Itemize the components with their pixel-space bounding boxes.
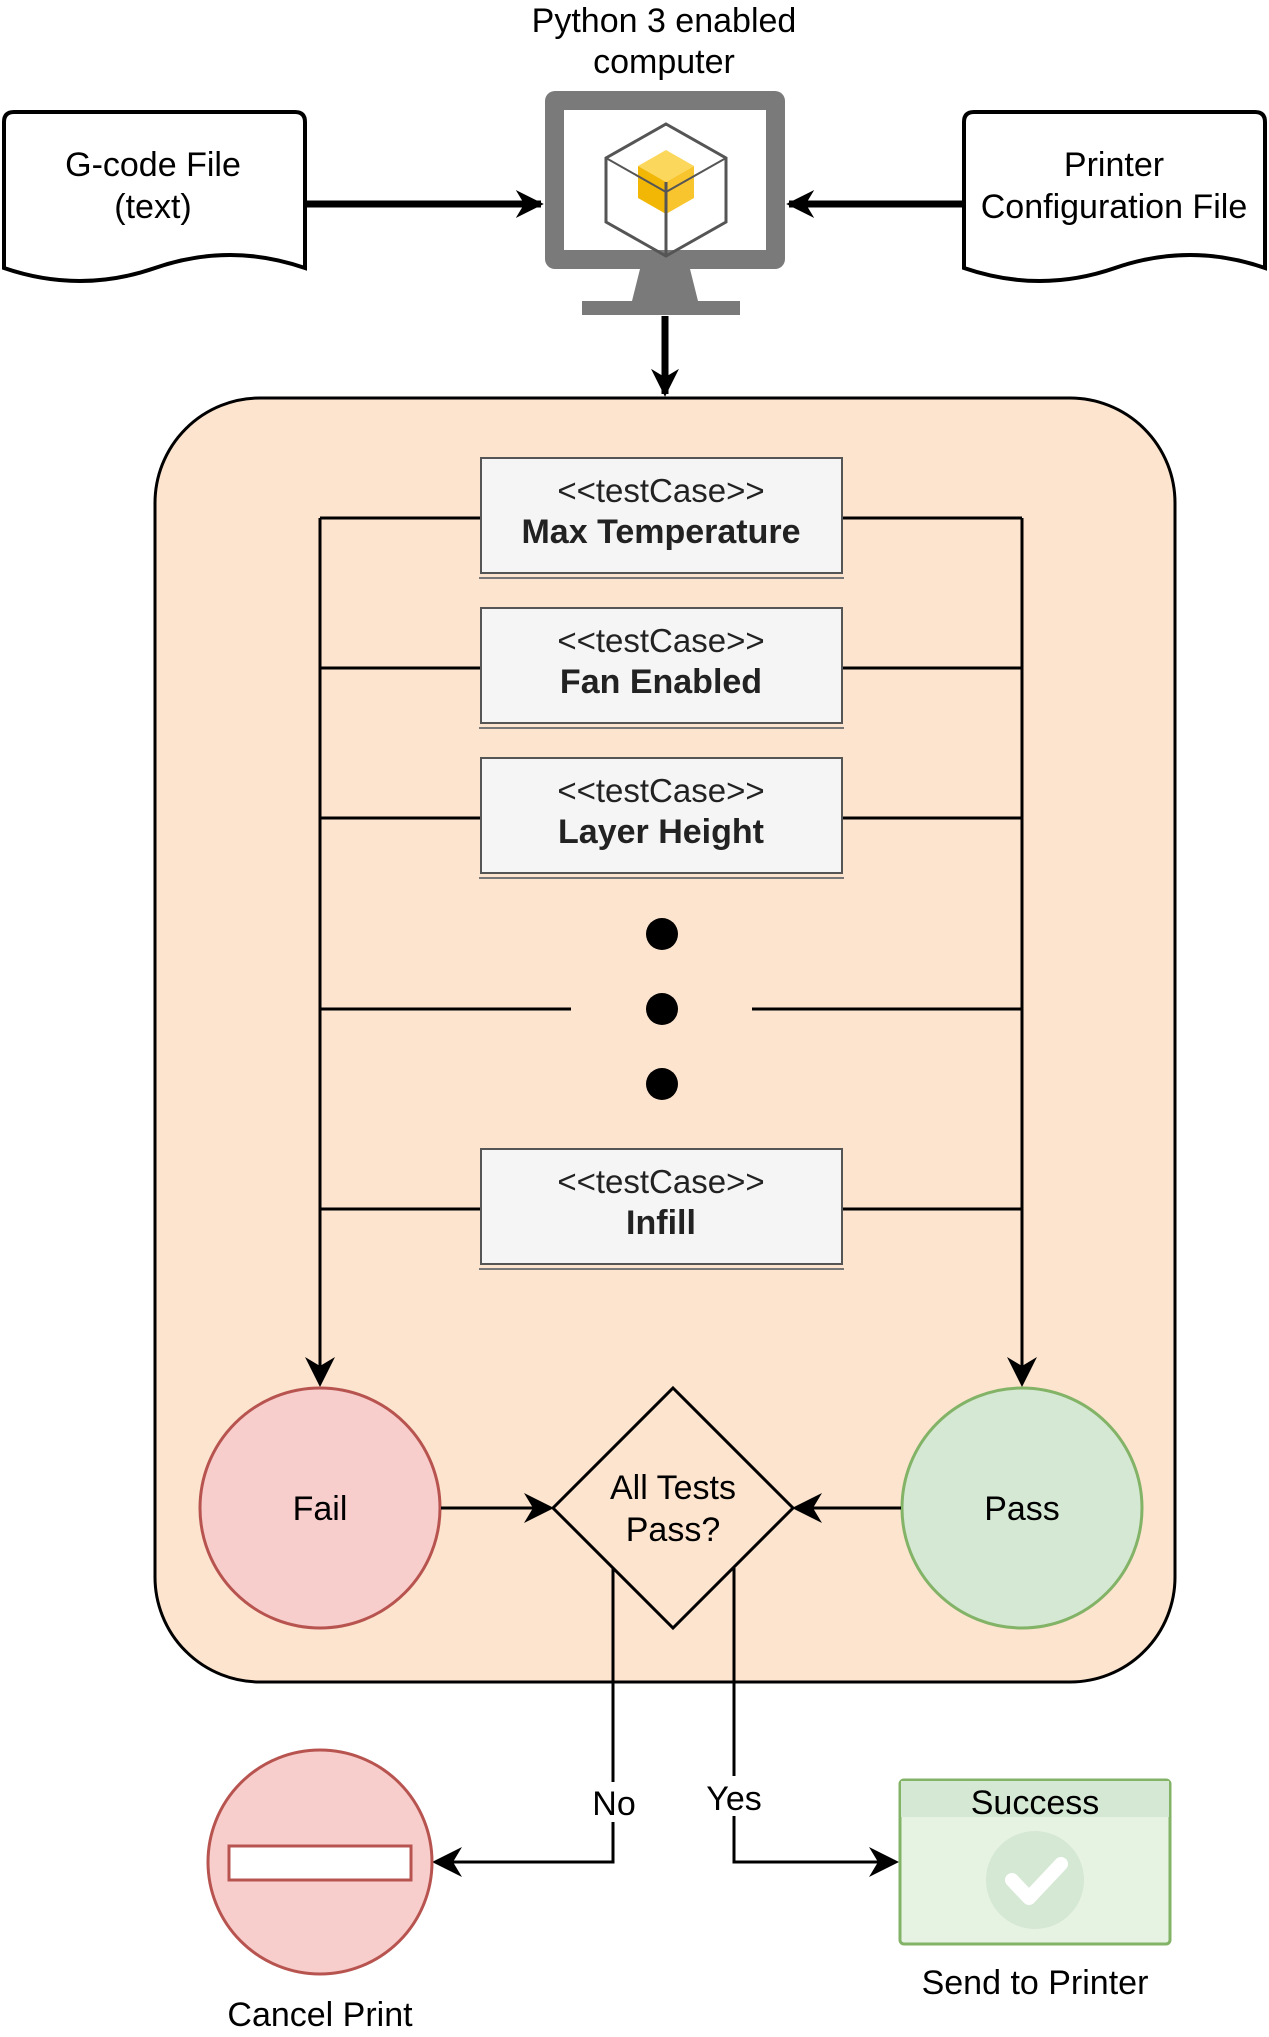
no-entry-icon <box>206 1748 434 1976</box>
testcase-name: Max Temperature <box>521 513 800 551</box>
no-label: No <box>592 1785 635 1823</box>
pass-node: Pass <box>900 1386 1144 1630</box>
testcase-stereotype: <<testCase>> <box>557 772 764 809</box>
decision-label-line2: Pass? <box>626 1511 721 1549</box>
testcase-stereotype: <<testCase>> <box>557 622 764 659</box>
gcode-document: G-code File (text) <box>2 110 307 283</box>
pass-label: Pass <box>984 1490 1060 1528</box>
printer-config-label-line1: Printer <box>1064 146 1164 184</box>
printer-config-document: Printer Configuration File <box>962 110 1267 283</box>
testcase-connectors <box>320 516 1022 1211</box>
testcase-name: Infill <box>626 1204 696 1242</box>
testcase-layer-height: <<testCase>> Layer Height <box>479 757 844 879</box>
success-window: Success <box>898 1778 1172 1946</box>
monitor-with-cube-icon <box>545 91 785 315</box>
computer-label-line2: computer <box>593 43 735 81</box>
testcase-name: Fan Enabled <box>560 663 762 701</box>
yes-branch-arrow <box>732 1568 899 1877</box>
testcase-stereotype: <<testCase>> <box>557 1163 764 1200</box>
yes-label: Yes <box>706 1780 761 1818</box>
testcase-fan-enabled: <<testCase>> Fan Enabled <box>479 607 844 729</box>
testcase-max-temperature: <<testCase>> Max Temperature <box>479 457 844 579</box>
testcase-infill: <<testCase>> Infill <box>479 1148 844 1270</box>
send-to-printer-label: Send to Printer <box>922 1964 1149 2002</box>
fail-node: Fail <box>198 1386 442 1630</box>
fail-label: Fail <box>293 1490 348 1528</box>
ellipsis-dots <box>646 918 678 1100</box>
no-branch-arrow <box>432 1568 615 1877</box>
decision-label-line1: All Tests <box>610 1469 736 1507</box>
printer-config-label-line2: Configuration File <box>981 188 1247 226</box>
yes-label-bg <box>704 1776 764 1816</box>
computer-label-line1: Python 3 enabled <box>532 2 797 40</box>
gcode-label-line2: (text) <box>114 188 191 226</box>
testcase-stereotype: <<testCase>> <box>557 472 764 509</box>
no-label-bg <box>590 1782 638 1822</box>
gcode-label-line1: G-code File <box>65 146 241 184</box>
testcase-name: Layer Height <box>558 813 764 851</box>
cancel-print-label: Cancel Print <box>227 1996 413 2034</box>
test-suite-container <box>153 396 1177 1684</box>
success-title: Success <box>971 1784 1100 1822</box>
checkmark-icon <box>986 1831 1084 1929</box>
